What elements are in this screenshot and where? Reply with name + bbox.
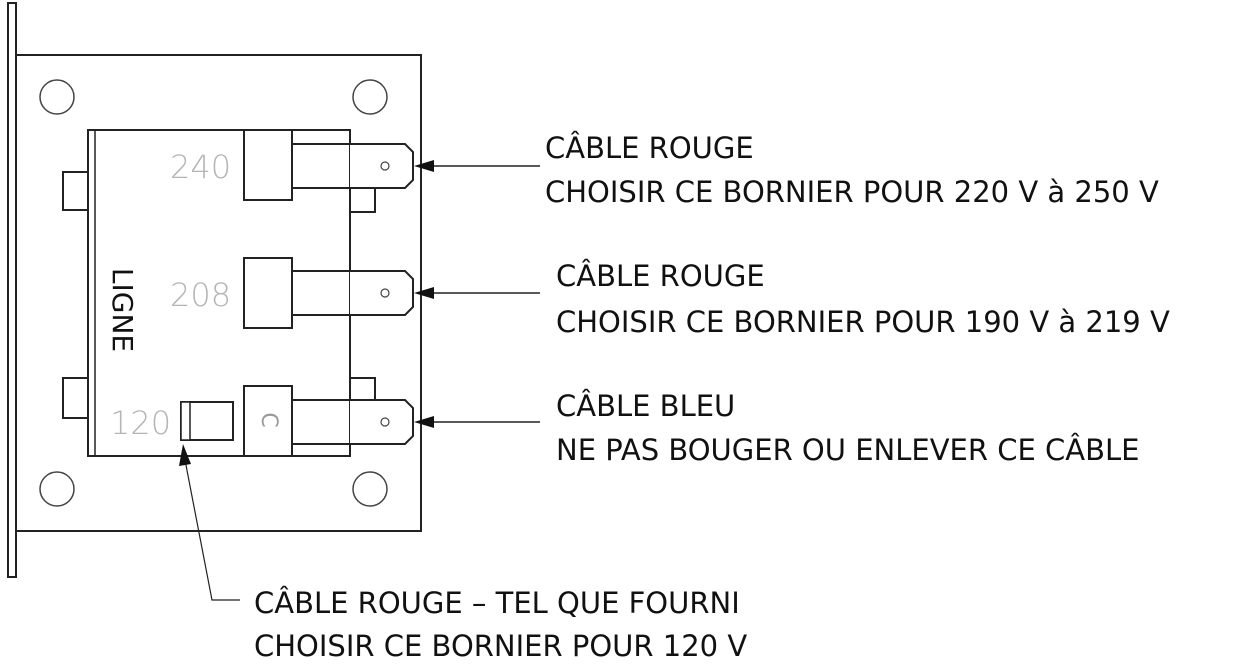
leader-arrow-240 xyxy=(414,160,540,172)
callout-240-line1: CÂBLE ROUGE xyxy=(545,131,754,165)
callout-120-line1: CÂBLE ROUGE – TEL QUE FOURNI xyxy=(254,586,740,620)
callout-common-line1: CÂBLE BLEU xyxy=(556,389,735,423)
callout-208-line2: CHOISIR CE BORNIER POUR 190 V à 219 V xyxy=(556,305,1170,339)
leader-arrow-208 xyxy=(414,287,540,299)
terminal-label-common: C xyxy=(256,412,281,427)
mounting-hole-bottom-right xyxy=(352,471,388,507)
mounting-hole-top-left xyxy=(39,79,75,115)
mounting-hole-top-right xyxy=(352,79,388,115)
terminal-120-connector xyxy=(180,401,234,441)
leader-arrow-common xyxy=(414,416,540,428)
callout-240-line2: CHOISIR CE BORNIER POUR 220 V à 250 V xyxy=(545,175,1159,209)
callout-common-line2: NE PAS BOUGER OU ENLEVER CE CÂBLE xyxy=(556,433,1139,467)
terminal-208 xyxy=(243,257,414,329)
left-tab-lower xyxy=(62,377,89,419)
callout-208-line1: CÂBLE ROUGE xyxy=(556,259,765,293)
terminal-label-120: 120 xyxy=(110,404,171,442)
mounting-hole-bottom-left xyxy=(39,471,75,507)
side-label-ligne: LIGNE xyxy=(106,268,139,352)
terminal-common xyxy=(243,385,414,457)
leader-arrow-120 xyxy=(179,444,240,601)
mounting-flange xyxy=(7,2,17,578)
callout-120-line2: CHOISIR CE BORNIER POUR 120 V xyxy=(254,629,747,663)
terminal-label-240: 240 xyxy=(170,148,231,186)
terminal-label-208: 208 xyxy=(170,276,231,314)
left-tab-upper xyxy=(62,171,89,211)
terminal-240 xyxy=(243,129,414,201)
